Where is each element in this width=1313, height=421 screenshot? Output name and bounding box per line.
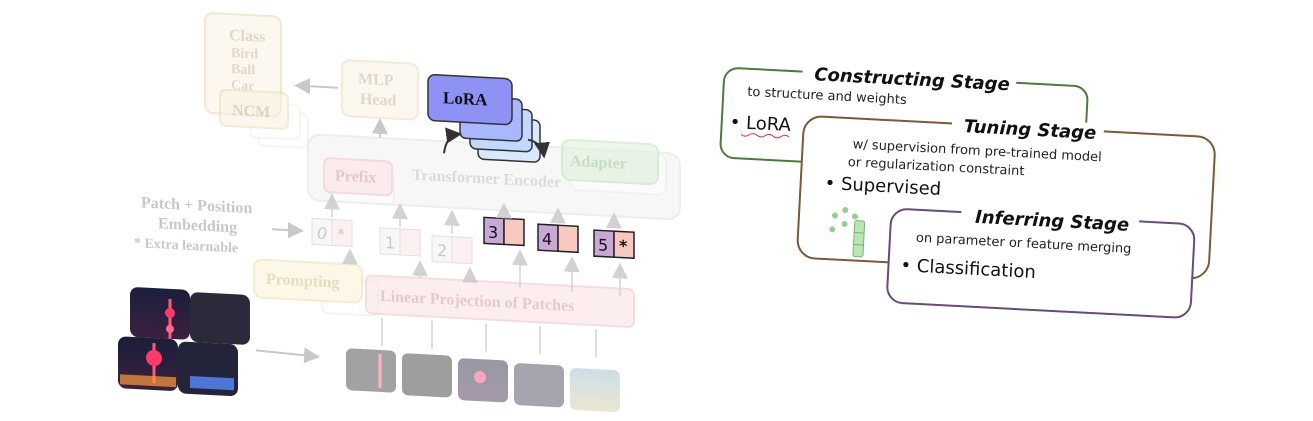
network-icon (829, 207, 866, 258)
inferring-stage-card: Inferring Stage on parameter or feature … (886, 204, 1196, 319)
embedding-label: Embedding (158, 215, 237, 236)
class-item-ball: Ball (231, 62, 255, 78)
svg-text:*: * (619, 236, 628, 255)
lora-arrow-out (527, 138, 550, 159)
svg-text:5: 5 (598, 235, 608, 255)
mlp-label: MLP (358, 71, 394, 90)
token-4: 4 (537, 223, 579, 254)
adapter-label: Adapter (570, 153, 627, 173)
svg-text:1: 1 (385, 233, 395, 253)
token-3: 3 (483, 216, 525, 247)
svg-text:0: 0 (317, 224, 327, 244)
ncm-box: NCM (219, 88, 309, 149)
svg-text:2: 2 (437, 241, 447, 261)
patch-sequence (346, 348, 620, 413)
token-1: 1 (379, 227, 421, 257)
prefix-box: Prefix (323, 157, 395, 206)
linear-projection: Linear Projection of Patches (365, 274, 635, 328)
patch-position-label: Patch + Position (141, 194, 252, 217)
extra-learnable-label: * Extra learnable (134, 236, 238, 256)
lora-box: LoRA (427, 74, 541, 163)
class-item-bird: Bird (231, 46, 258, 62)
prefix-label: Prefix (335, 168, 376, 187)
mlp-head: MLP Head (341, 59, 419, 121)
constructing-bullet: • LoRA (729, 112, 792, 136)
input-image-grid (118, 287, 250, 397)
prompting-label: Prompting (266, 271, 339, 292)
token-0: 0 * (311, 217, 353, 247)
class-title: Class (229, 27, 265, 46)
svg-text:4: 4 (542, 229, 552, 249)
token-2: 2 (431, 235, 473, 265)
head-label: Head (360, 91, 397, 110)
ncm-label: NCM (232, 102, 270, 121)
token-5: 5 * (593, 229, 635, 260)
svg-text:*: * (337, 225, 345, 244)
adapter-box: Adapter (561, 138, 667, 196)
lora-label: LoRA (443, 88, 488, 109)
lora-arrow-in (443, 127, 462, 154)
svg-text:3: 3 (488, 223, 498, 243)
prompting-box: Prompting (253, 258, 379, 317)
